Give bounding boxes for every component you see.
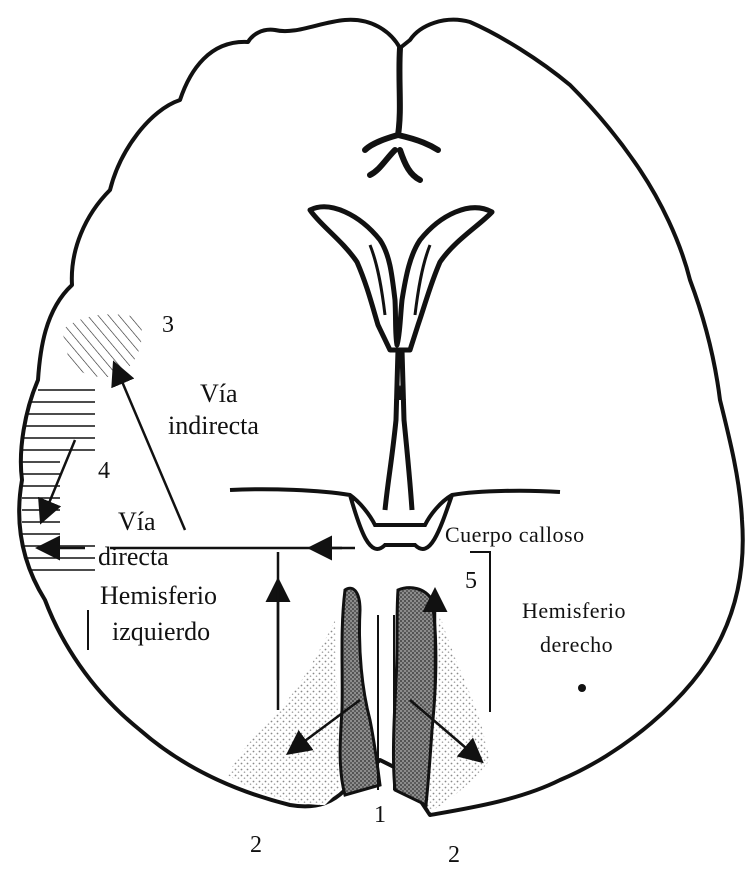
label-2-left: 2 [250,832,262,858]
area-3-hatched [62,314,142,377]
visual-cortex-right [393,588,435,805]
label-hemisferio-derecho-1: Hemisferio [522,598,626,623]
label-1: 1 [374,802,386,828]
label-cuerpo-calloso: Cuerpo calloso [445,522,585,547]
lateral-ventricles [310,207,492,350]
label-hemisferio-derecho-2: derecho [540,632,613,657]
visual-cortex-left [340,588,380,795]
label-4: 4 [98,458,110,484]
label-hemisferio-izquierdo-1: Hemisferio [100,581,217,610]
label-2-right: 2 [448,842,460,868]
midline-septum [385,350,412,510]
label-3: 3 [162,312,174,338]
occipital-left-stipple [228,620,340,805]
label-via-indirecta-2: indirecta [168,411,259,440]
label-hemisferio-izquierdo-2: izquierdo [112,617,210,646]
label-via-directa-1: Vía [118,507,156,536]
longitudinal-fissure [365,48,438,180]
label-via-indirecta-1: Vía [200,379,238,408]
label-5: 5 [465,568,477,594]
label-via-directa-2: directa [98,542,169,571]
